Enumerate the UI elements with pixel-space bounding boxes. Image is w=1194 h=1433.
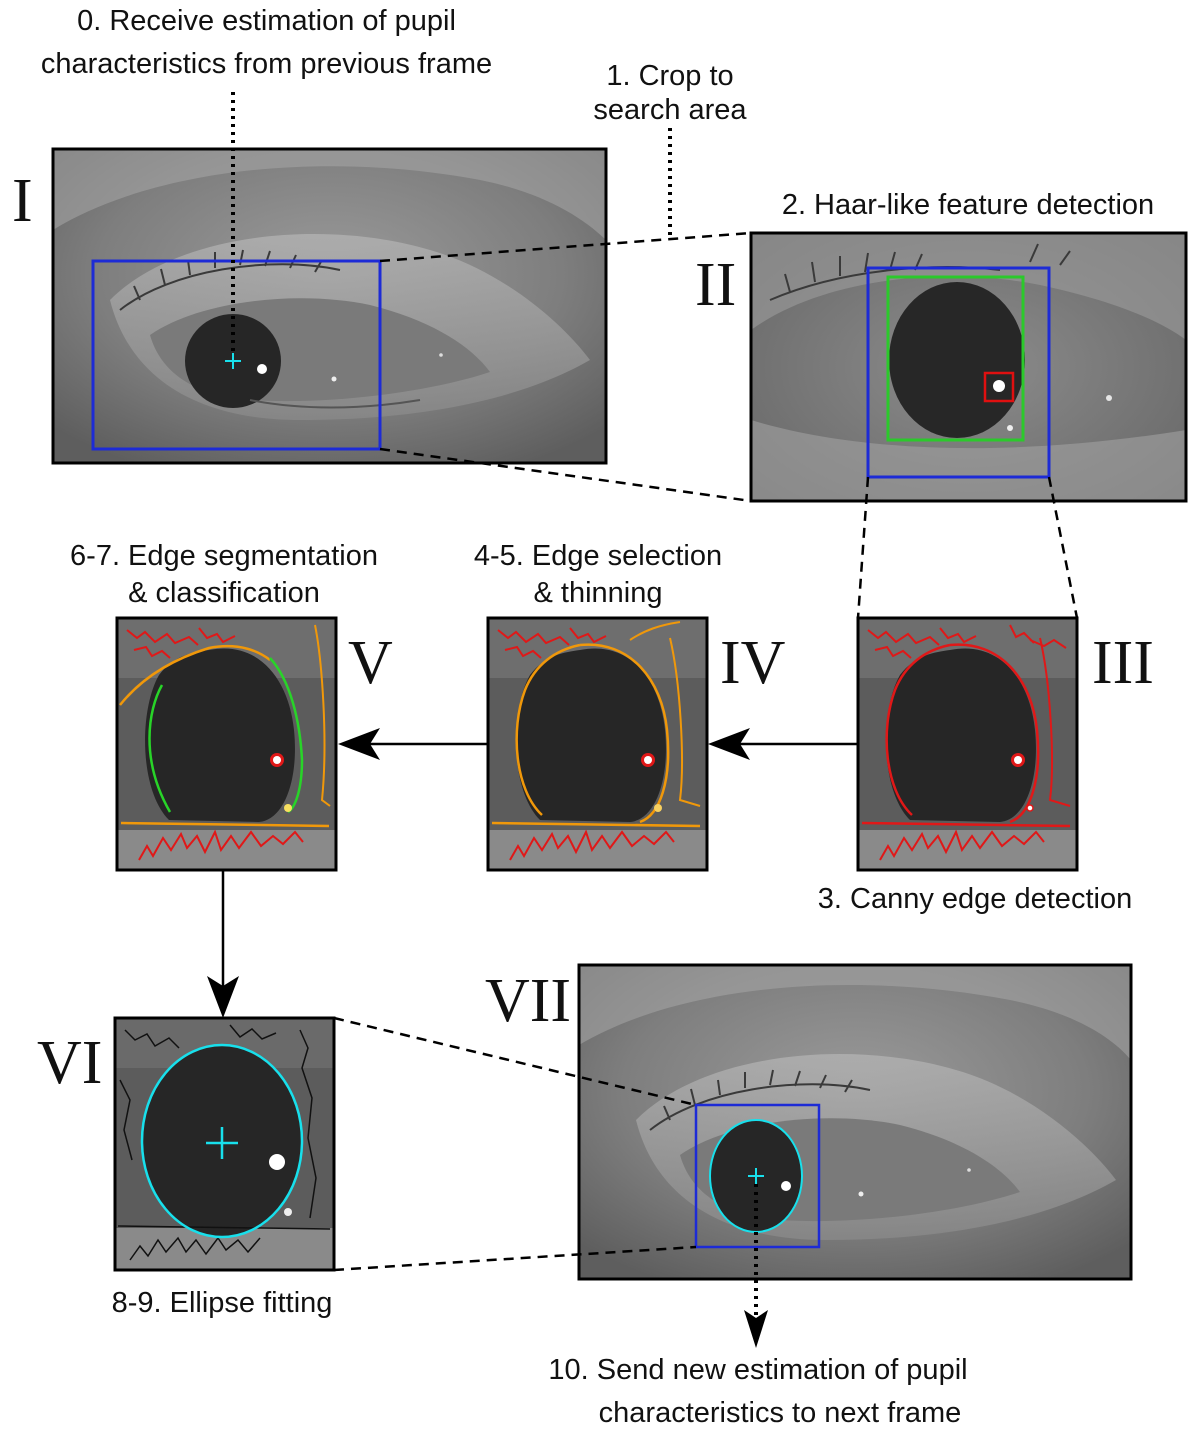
panel-label-v: V [348, 629, 393, 697]
panel-label-iii: III [1092, 629, 1154, 697]
result-center-marker [748, 1168, 764, 1184]
step-0-caption-line2: characteristics from previous frame [40, 48, 493, 80]
panel-4-edge-selection [486, 616, 709, 872]
panel-label-vii: VII [485, 967, 572, 1035]
step-8-9-caption: 8-9. Ellipse fitting [111, 1287, 333, 1319]
flow-arrows [207, 728, 858, 1348]
step-4-5-caption-line1: 4-5. Edge selection [473, 540, 723, 572]
step-1-caption-line1: 1. Crop to [606, 60, 734, 92]
step-10-caption-line2: characteristics to next frame [598, 1397, 962, 1429]
step-0-caption-line1: 0. Receive estimation of pupil [77, 5, 456, 37]
arrow-step-10 [744, 1310, 768, 1348]
glint-box [983, 371, 1015, 403]
panel-label-iv: IV [720, 629, 786, 697]
panel-5-edge-segmentation [115, 616, 338, 872]
arrow-iv-to-v [338, 728, 380, 760]
haar-inner-box [886, 275, 1025, 442]
step-6-7-caption-line1: 6-7. Edge segmentation [70, 540, 378, 572]
panel-2-haar-detection [749, 231, 1188, 503]
panel-7-result-frame [577, 963, 1133, 1281]
step-6-7-caption-line2: & classification [128, 577, 320, 609]
panel-label-i: I [12, 167, 33, 235]
ellipse-center-marker [206, 1127, 238, 1159]
panel-label-vi: VI [37, 1029, 103, 1097]
panel-6-ellipse-fitting [113, 1016, 336, 1272]
step-2-caption: 2. Haar-like feature detection [781, 189, 1155, 221]
arrow-iii-to-iv [708, 728, 750, 760]
haar-outer-box [866, 266, 1051, 479]
fitted-ellipse [140, 1043, 304, 1239]
search-area-box [91, 259, 382, 451]
panel-1-full-frame [51, 147, 608, 465]
connectors [231, 92, 1079, 1325]
new-search-area-box [694, 1103, 821, 1249]
step-10-caption-line1: 10. Send new estimation of pupil [548, 1354, 968, 1386]
step-3-caption: 3. Canny edge detection [817, 883, 1133, 915]
step-4-5-caption-line2: & thinning [533, 577, 663, 609]
arrow-v-to-vi [207, 976, 239, 1018]
panel-3-canny-edges [856, 616, 1079, 872]
step-1-caption-line2: search area [593, 94, 747, 126]
panel-label-ii: II [695, 251, 737, 319]
pupil-estimate-marker [225, 353, 241, 369]
